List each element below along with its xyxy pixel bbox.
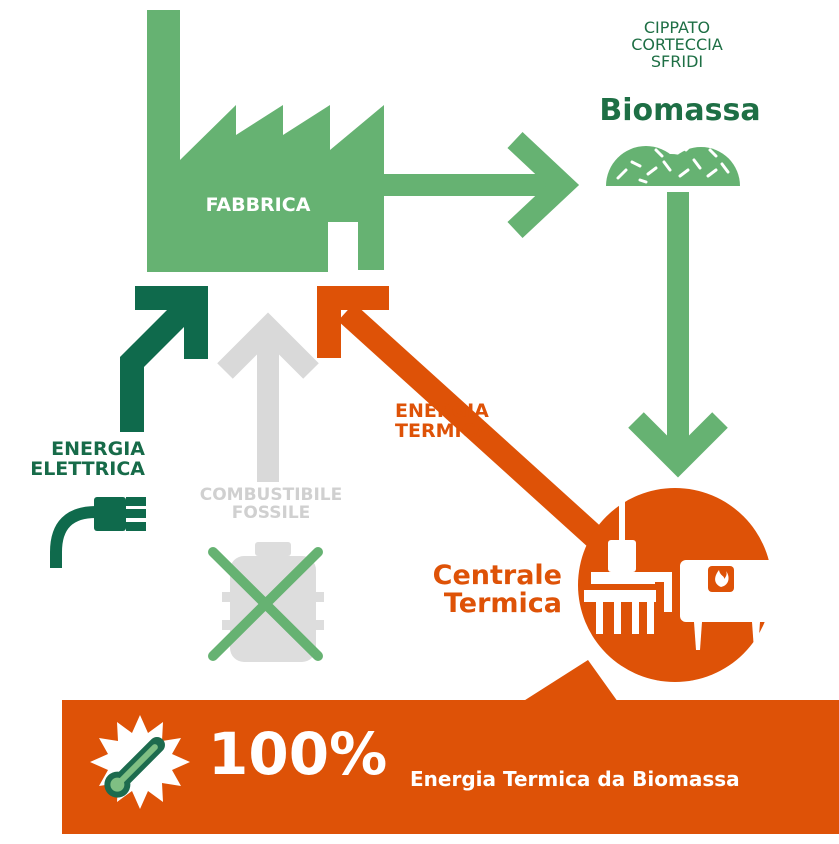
fossil-fuel-line-2: FOSSILE — [231, 502, 311, 523]
biomass-sources: CIPPATO CORTECCIA SFRIDI — [602, 18, 752, 71]
biomass-pile-icon — [606, 142, 740, 186]
factory-shape — [147, 10, 384, 272]
arrow-fossil-fuel — [217, 312, 319, 482]
plug-icon — [50, 497, 146, 568]
fossil-fuel-label: COMBUSTIBILE FOSSILE — [172, 485, 370, 523]
biomass-source-cippato: CIPPATO — [643, 18, 711, 37]
thermometer-burst-icon — [90, 715, 190, 809]
arrow-electric-energy — [120, 286, 208, 432]
electric-energy-line-2: ELETTRICA — [30, 457, 145, 480]
thermal-plant-label: Centrale Termica — [400, 560, 562, 620]
banner-background — [62, 700, 839, 834]
thermal-energy-line-2: TERMICA — [395, 419, 491, 442]
arrow-biomass-to-plant — [628, 192, 728, 478]
banner-tail — [522, 660, 618, 702]
thermal-plant-line-2: Termica — [443, 588, 562, 620]
factory-label: FABBRICA — [205, 194, 311, 216]
thermal-energy-label: ENERGIA TERMICA — [395, 400, 520, 442]
electric-energy-label: ENERGIA ELETTRICA — [0, 438, 145, 480]
cross-out-icon — [208, 547, 323, 661]
biomass-source-corteccia: CORTECCIA — [631, 34, 723, 54]
thermal-plant-line-1: Centrale — [432, 560, 562, 591]
banner-text: Energia Termica da Biomassa — [410, 767, 740, 791]
biomass-source-sfridi: SFRIDI — [650, 51, 704, 71]
fossil-fuel-line-1: COMBUSTIBILE — [199, 485, 343, 505]
arrow-thermal-energy — [317, 286, 607, 549]
arrow-factory-to-biomass — [384, 131, 580, 239]
electric-energy-line-1: ENERGIA — [51, 438, 145, 460]
thermal-plant-icon — [578, 488, 775, 682]
biomass-title: Biomassa — [599, 93, 761, 128]
banner-percent: 100% — [208, 720, 388, 788]
thermal-energy-line-1: ENERGIA — [395, 400, 489, 422]
